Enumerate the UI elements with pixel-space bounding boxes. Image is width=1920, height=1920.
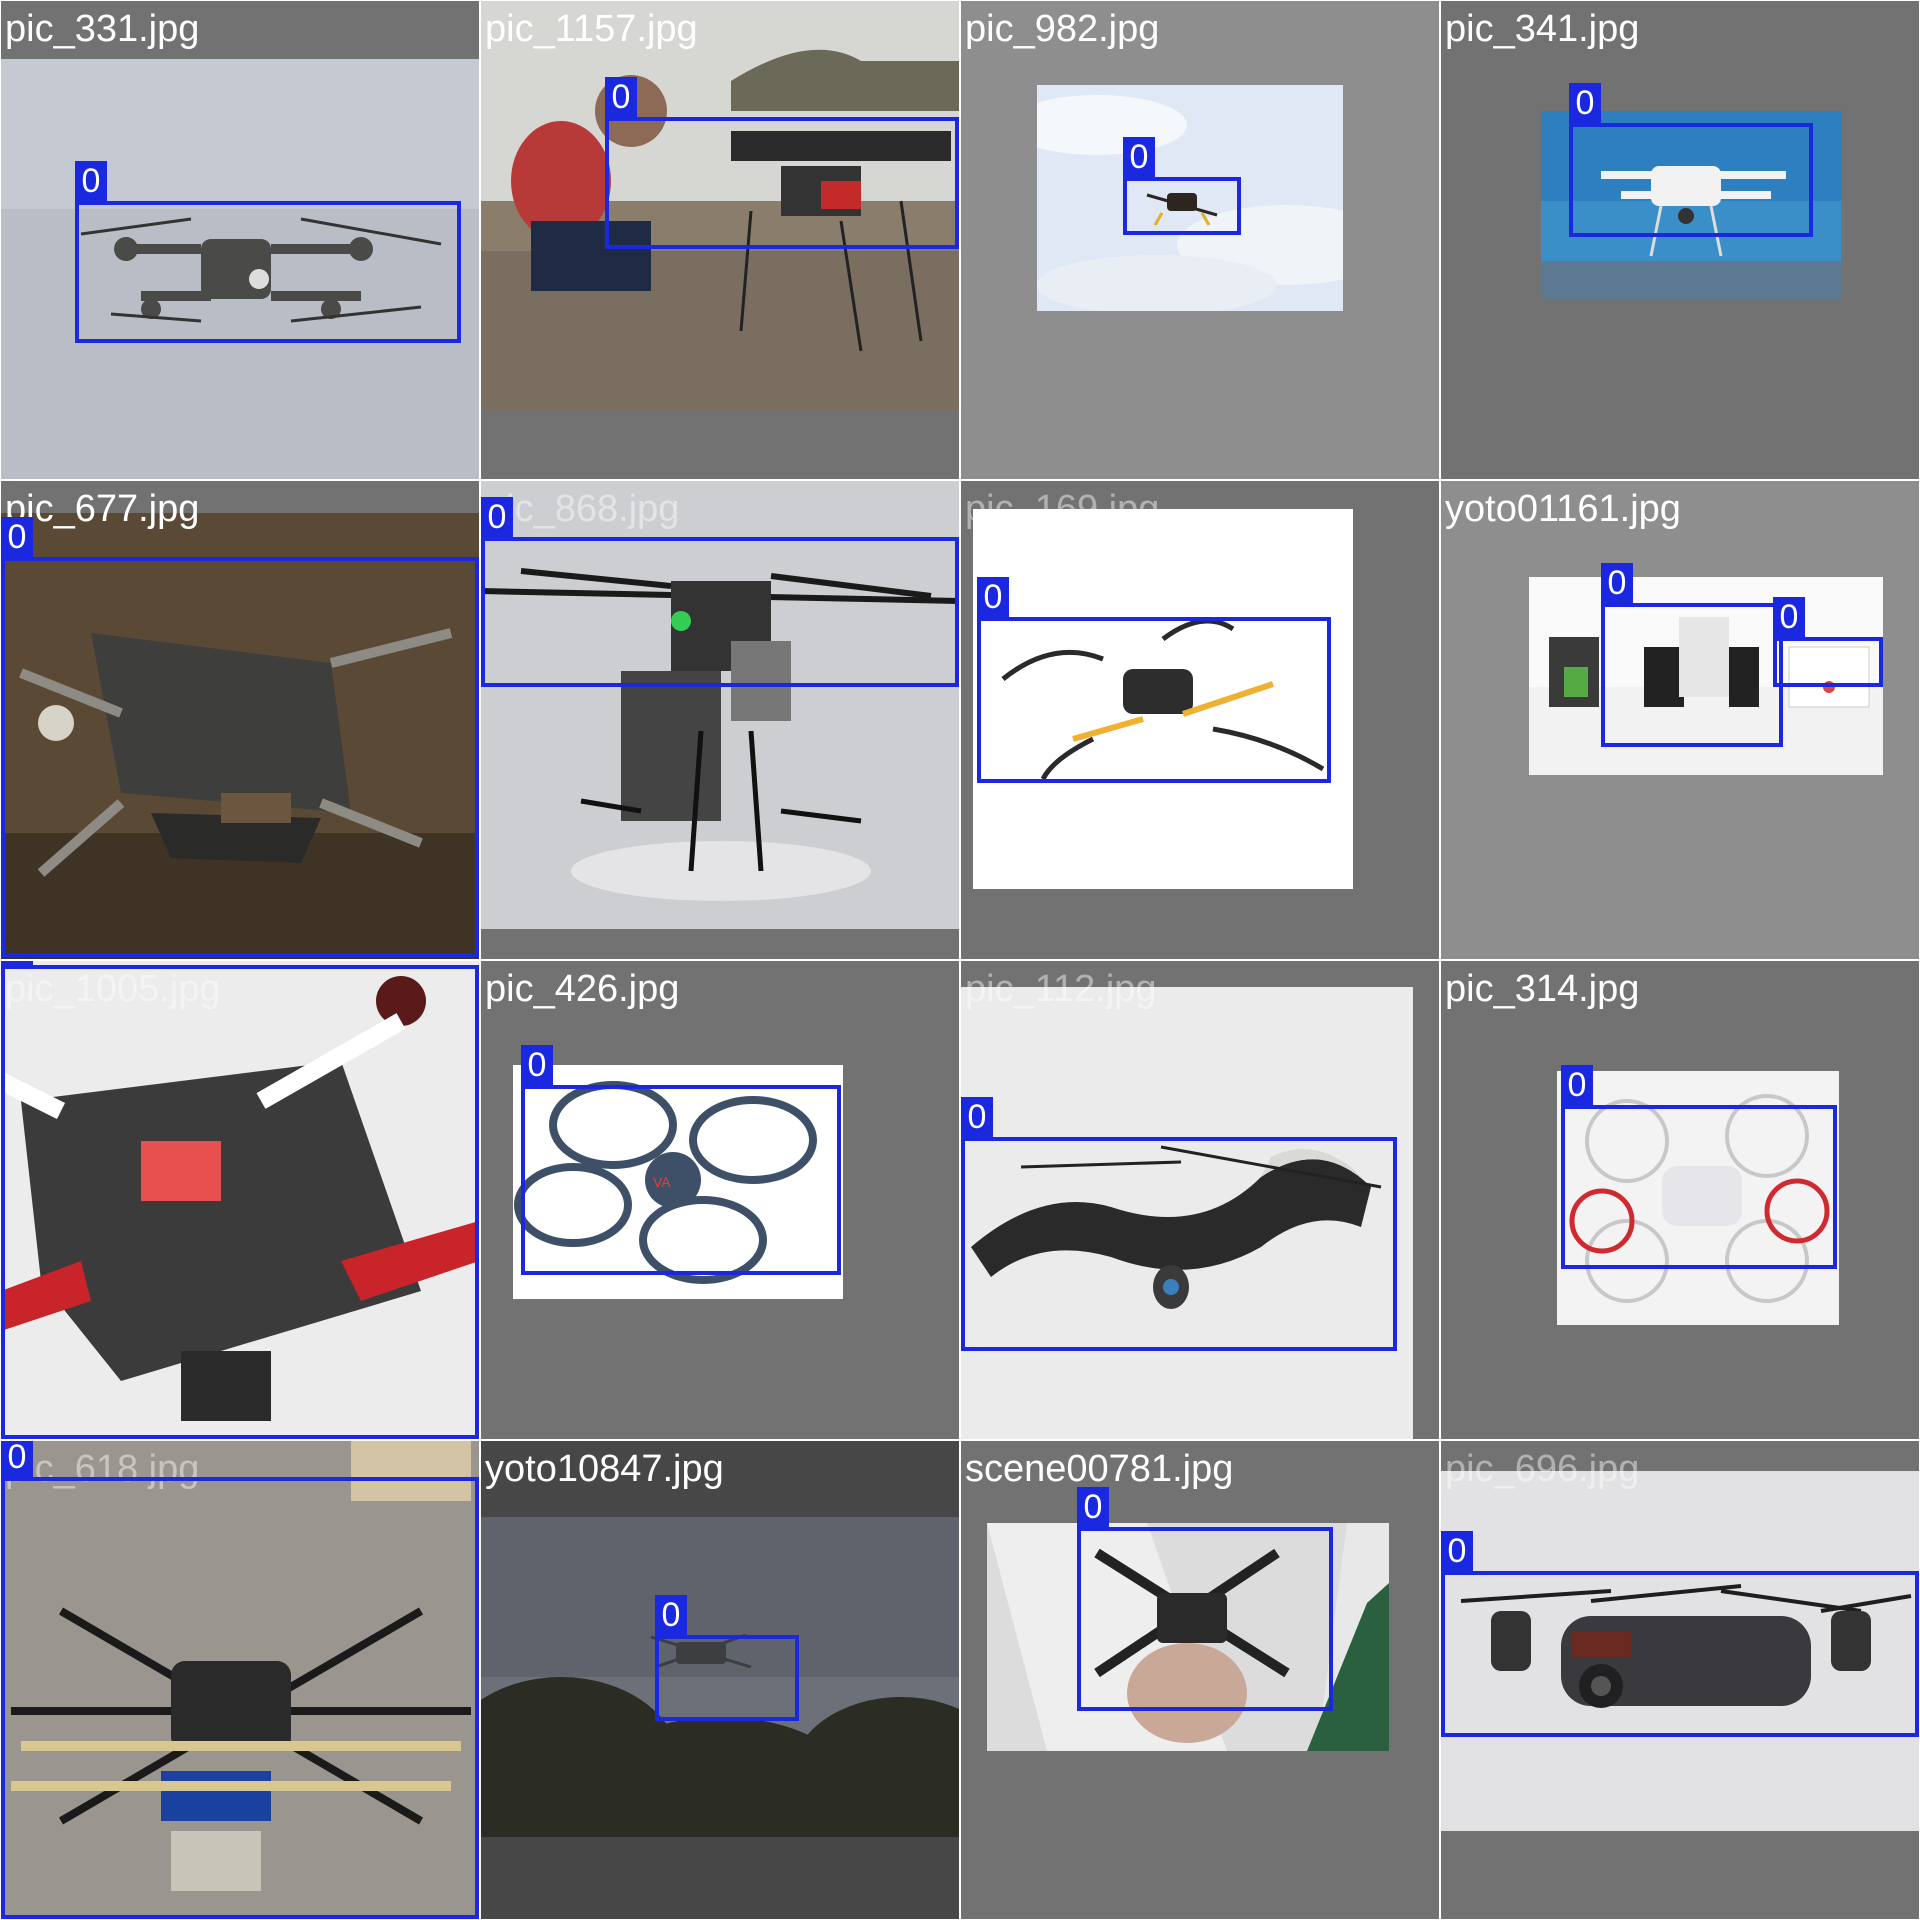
tile: pic_112.jpg 0 [961, 961, 1439, 1439]
tile: scene00781.jpg 0 [961, 1441, 1439, 1919]
class-label: 0 [1, 517, 33, 557]
drone-photo [1, 59, 479, 479]
class-label: 0 [655, 1595, 687, 1635]
drone-photo [961, 987, 1413, 1439]
class-label: 0 [1, 961, 33, 965]
bounding-box: 0 [1569, 83, 1813, 237]
image-filename: pic_426.jpg [485, 968, 680, 1010]
tile: pic_341.jpg 0 [1441, 1, 1919, 479]
image-filename: pic_677.jpg [5, 488, 200, 530]
drone-photo [987, 1523, 1389, 1751]
image-filename: pic_314.jpg [1445, 968, 1640, 1010]
image-filename: pic_169.jpg [965, 488, 1160, 530]
tile: pic_677.jpg 0 [1, 481, 479, 959]
class-label: 0 [1, 1441, 33, 1477]
bounding-box: 0 [1, 1441, 479, 1919]
bounding-box: 0 [1123, 137, 1241, 235]
image-filename: yoto10847.jpg [485, 1448, 724, 1490]
tile: pic_982.jpg 0 [961, 1, 1439, 479]
image-filename: pic_618.jpg [5, 1448, 200, 1490]
class-label: 0 [605, 77, 637, 117]
image-filename: pic_696.jpg [1445, 1448, 1640, 1490]
bounding-box: 0 [977, 577, 1331, 783]
image-filename: pic_341.jpg [1445, 8, 1640, 50]
drone-photo [481, 1, 959, 409]
bounding-box: 0 [521, 1045, 841, 1275]
drone-photo [1557, 1071, 1839, 1325]
tile: pic_1157.jpg 0 [481, 1, 959, 479]
image-filename: pic_982.jpg [965, 8, 1160, 50]
drone-photo [1529, 577, 1883, 775]
class-label: 0 [1077, 1487, 1109, 1527]
drone-photo: VA [513, 1065, 843, 1299]
drone-photo [1, 961, 479, 1439]
bounding-box: 0 [1, 517, 479, 957]
class-label: 0 [1441, 1531, 1473, 1571]
drone-photo [1037, 85, 1343, 311]
bounding-box: 0 [1077, 1487, 1333, 1711]
bounding-box: 0 [1561, 1065, 1837, 1269]
class-label: 0 [481, 497, 513, 537]
image-filename: pic_1157.jpg [485, 8, 698, 50]
bounding-box: 0 [605, 77, 959, 249]
drone-photo [1441, 1471, 1919, 1831]
bounding-box: 0 [1601, 563, 1783, 747]
class-label: 0 [1569, 83, 1601, 123]
tile: pic_314.jpg 0 [1441, 961, 1919, 1439]
bounding-box: 0 [1, 961, 479, 1439]
tile: yoto01161.jpg 0 0 [1441, 481, 1919, 959]
bounding-box: 0 [961, 1097, 1397, 1351]
tile: yoto10847.jpg 0 [481, 1441, 959, 1919]
tile: pic_696.jpg 0 [1441, 1441, 1919, 1919]
class-label: 0 [961, 1097, 993, 1137]
image-filename: pic_868.jpg [485, 488, 680, 530]
class-label: 0 [1561, 1065, 1593, 1105]
class-label: 0 [977, 577, 1009, 617]
image-filename: pic_1005.jpg [5, 968, 221, 1010]
class-label: 0 [1601, 563, 1633, 603]
tile: pic_1005.jpg 0 [1, 961, 479, 1439]
bounding-box: 0 [655, 1595, 799, 1721]
drone-photo [481, 1517, 959, 1837]
class-label: 0 [521, 1045, 553, 1085]
drone-photo [1, 1441, 479, 1919]
image-filename: yoto01161.jpg [1445, 488, 1681, 530]
drone-photo [481, 481, 959, 929]
tile: pic_618.jpg 0 [1, 1441, 479, 1919]
class-label: 0 [75, 161, 107, 201]
image-filename: pic_112.jpg [965, 968, 1157, 1010]
svg-text:VA: VA [653, 1174, 671, 1190]
tile: pic_169.jpg 0 [961, 481, 1439, 959]
drone-photo [1, 513, 479, 959]
bounding-box: 0 [1441, 1531, 1919, 1737]
image-filename: scene00781.jpg [965, 1448, 1234, 1490]
tile: VA pic_426.jpg 0 [481, 961, 959, 1439]
bounding-box: 0 [1773, 597, 1883, 687]
tile: pic_868.jpg 0 [481, 481, 959, 959]
image-filename: pic_331.jpg [5, 8, 200, 50]
tile: pic_331.jpg 0 [1, 1, 479, 479]
bounding-box: 0 [75, 161, 461, 343]
bounding-box: 0 [481, 497, 959, 687]
class-label: 0 [1773, 597, 1805, 637]
class-label: 0 [1123, 137, 1155, 177]
drone-photo [973, 509, 1353, 889]
